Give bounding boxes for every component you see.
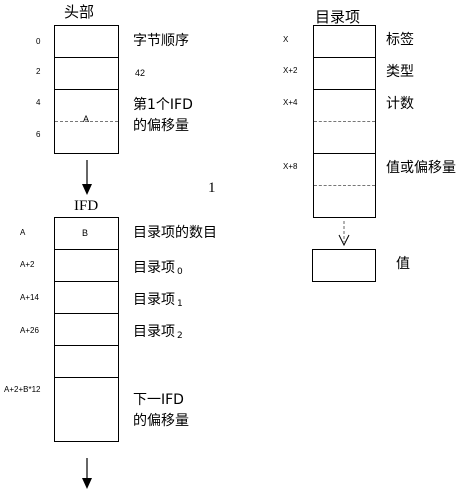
entry-offset-x: X	[283, 35, 289, 44]
ifd-title: IFD	[74, 198, 99, 214]
ifd-offset-a: A	[20, 228, 26, 237]
entry-offset-x2: X+2	[283, 66, 298, 75]
header-offset-2: 2	[36, 67, 41, 76]
entry-cell-count-divider	[314, 121, 375, 122]
header-cell-value-a: A	[83, 114, 90, 124]
entry-value-label: 值	[396, 256, 410, 272]
ifd-cell-value-b: B	[82, 228, 89, 238]
ifd-cell-next-offset	[54, 377, 119, 442]
entry-cell-tag	[313, 25, 376, 58]
header-cell-divider	[55, 121, 118, 122]
ifd-cell-entry-1	[54, 281, 119, 314]
entry-desc-count: 计数	[386, 96, 414, 112]
header-desc-42: 42	[135, 68, 146, 78]
ifd-desc-entry-count: 目录项的数目	[133, 225, 217, 241]
header-offset-0: 0	[36, 37, 41, 46]
ifd-offset-a2: A+2	[20, 260, 35, 269]
header-desc-ifd-offset-2: 的偏移量	[133, 118, 189, 134]
entry-cell-value-divider	[314, 185, 375, 186]
ifd-offset-a14: A+14	[20, 293, 39, 302]
header-desc-ifd-offset-1: 第1个IFD	[133, 97, 193, 113]
entry-desc-tag: 标签	[386, 32, 414, 48]
figure-marker: 1	[208, 180, 216, 196]
dashed-arrow-down-icon	[338, 221, 350, 247]
ifd-cell-entry-more	[54, 345, 119, 378]
entry-offset-x4: X+4	[283, 98, 298, 107]
entry-title: 目录项	[315, 8, 361, 26]
header-desc-byte-order: 字节顺序	[133, 33, 189, 49]
header-cell-byte-order	[54, 25, 119, 58]
entry-offset-x8: X+8	[283, 162, 298, 171]
ifd-desc-next-1: 下一IFD	[133, 392, 184, 408]
arrow-down-icon	[82, 160, 92, 195]
header-offset-6: 6	[36, 130, 41, 139]
entry-desc-value-offset: 值或偏移量	[386, 160, 456, 176]
ifd-offset-a26: A+26	[20, 326, 39, 335]
arrow-down-icon	[82, 458, 92, 489]
ifd-desc-next-2: 的偏移量	[133, 413, 189, 429]
ifd-cell-entry-0	[54, 249, 119, 282]
ifd-offset-next: A+2+B*12	[4, 385, 41, 394]
header-offset-4: 4	[36, 98, 41, 107]
entry-cell-type	[313, 57, 376, 90]
entry-desc-type: 类型	[386, 64, 414, 80]
entry-value-box	[312, 249, 376, 282]
header-title: 头部	[64, 3, 95, 21]
